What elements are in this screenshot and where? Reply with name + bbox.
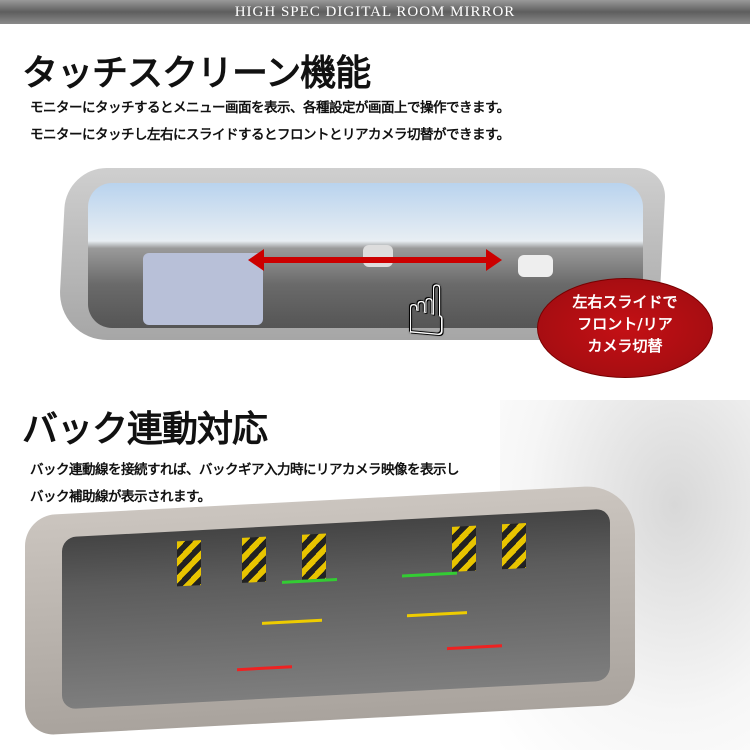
touch-desc-line-1: モニターにタッチするとメニュー画面を表示、各種設定が画面上で操作できます。 [30,100,510,116]
guide-line-yellow [407,611,467,618]
swipe-callout-bubble: 左右スライドで フロント/リア カメラ切替 [537,278,713,378]
guide-line-green [282,577,337,584]
bubble-line: 左右スライドで [572,293,678,311]
car-image [518,255,553,277]
pointing-hand-icon: ☝ [405,270,448,352]
touch-screen-title: タッチスクリーン機能 [22,52,371,94]
parking-pillar [177,540,201,587]
header-banner: HIGH SPEC DIGITAL ROOM MIRROR [0,0,750,24]
bubble-line: フロント/リア [577,315,673,333]
reverse-desc-line-1: バック連動線を接続すれば、バックギア入力時にリアカメラ映像を表示し [30,462,460,478]
touch-desc-line-2: モニターにタッチし左右にスライドするとフロントとリアカメラ切替ができます。 [30,127,510,143]
swipe-arrow-icon [248,249,502,271]
bubble-line: カメラ切替 [587,337,663,355]
parking-pillar [502,523,526,570]
parking-pillar [242,536,266,583]
rear-camera-screen [62,508,610,710]
car-image [363,245,393,267]
guide-line-red [447,644,502,651]
parking-pillar [452,525,476,572]
parking-pillar [302,533,326,580]
front-camera-screen [88,183,643,328]
car-image [143,253,263,325]
guide-line-red [237,665,292,672]
guide-line-yellow [262,618,322,625]
reverse-desc-line-2: バック補助線が表示されます。 [30,489,211,505]
reverse-link-title: バック連動対応 [22,408,268,450]
guide-line-green [402,571,457,578]
